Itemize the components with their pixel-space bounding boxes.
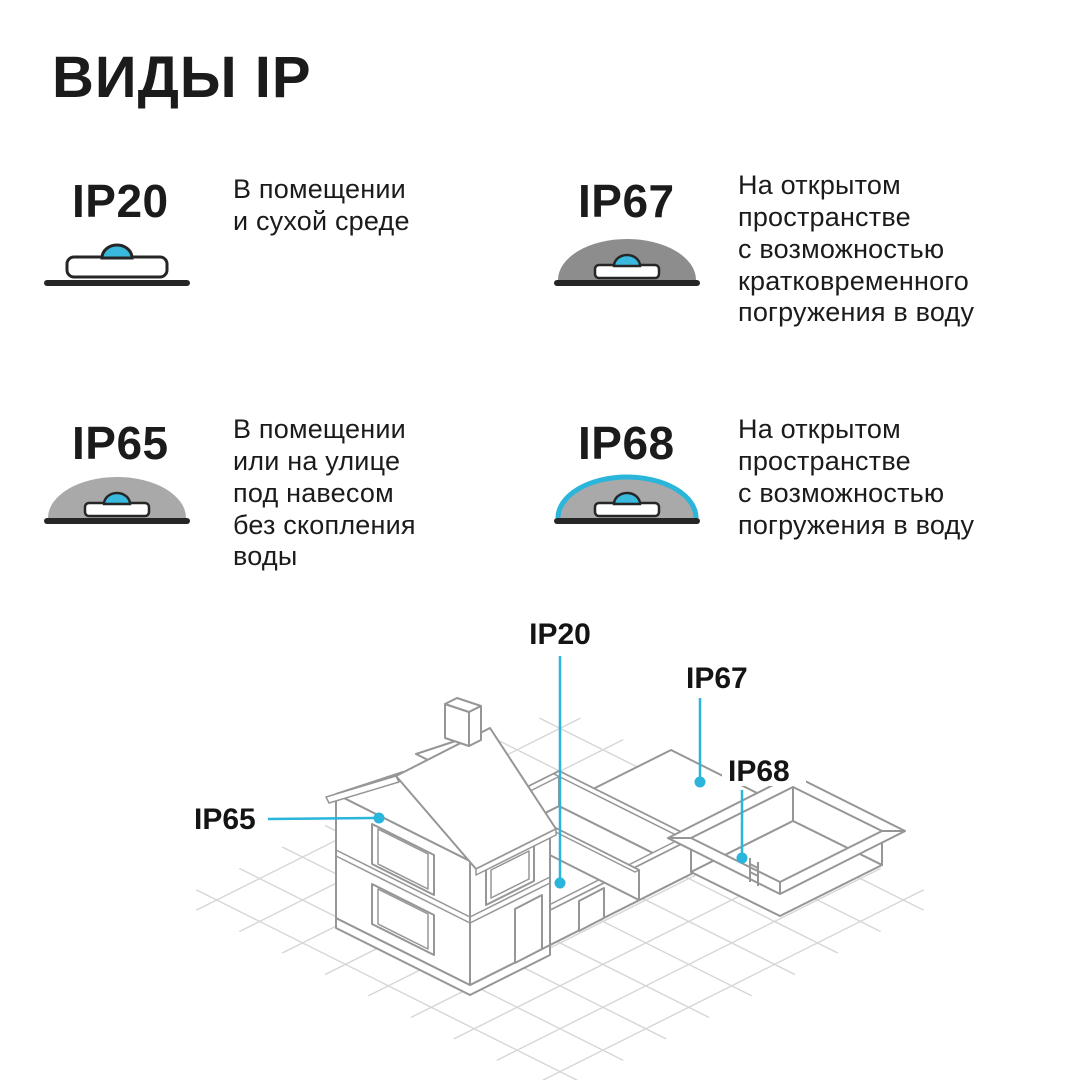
barge-board [325,775,400,804]
label-line [267,816,375,821]
led-strip-dome-light-icon [44,477,190,524]
diagram-label-ip65: IP65 [194,803,256,836]
window [371,823,435,896]
diagram-label-ip67: IP67 [686,662,748,695]
ip68-code: IP68 [578,417,675,469]
diagram-label-ip68: IP68 [728,755,790,788]
led-strip-dome-dark-icon [554,239,700,286]
led-strip-dome-sealed-icon [554,474,700,524]
window [371,883,435,956]
ip67-code: IP67 [578,175,675,227]
diagram-label-ip20: IP20 [529,618,591,651]
pool-floor [690,820,883,917]
ip20-description: В помещении и сухой среде [233,174,410,236]
chimney [444,697,482,747]
ip68-description: На открытом пространстве с возможностью … [738,414,975,540]
front-door [514,894,543,964]
page-title: ВИДЫ IP [52,45,312,110]
led-strip-open-icon [44,243,190,286]
label-dot [554,877,566,889]
interior-door [578,887,605,932]
ip65-description: В помещении или на улице под навесом без… [233,414,416,572]
ip65-code: IP65 [72,417,169,469]
label-dot [736,852,748,864]
label-dot [373,812,385,824]
callouts: IP20 IP67 IP68 IP65 [194,618,806,889]
main-house [325,697,557,996]
ip20-code: IP20 [72,175,169,227]
ip67-description: На открытом пространстве с возможностью … [738,170,975,328]
house-diagram: IP20 IP67 IP68 IP65 [176,618,944,1080]
pool-ladder [749,858,759,886]
label-dot [694,776,706,788]
eave-fascia [475,828,557,876]
